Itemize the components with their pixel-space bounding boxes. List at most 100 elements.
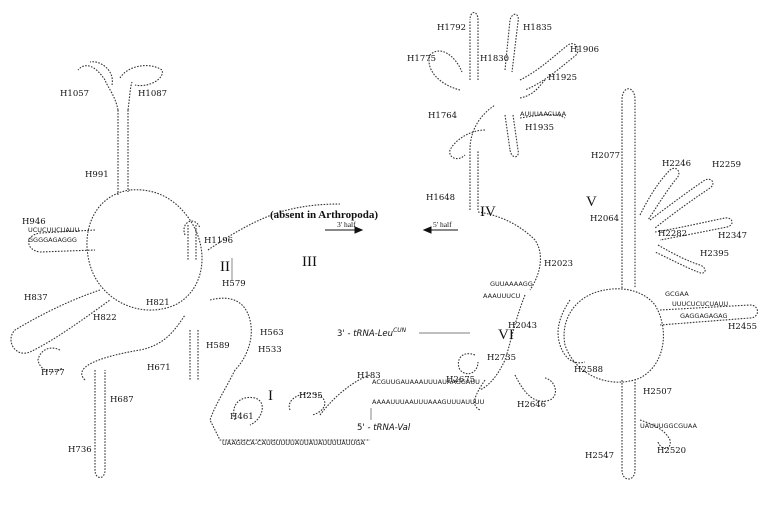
h2347-hairpin — [654, 217, 733, 241]
h235-hairpin — [288, 392, 326, 416]
trna-val-prefix: 5' - — [357, 423, 373, 433]
sequence-h2455-a: UUUCUCUCUAUU — [672, 300, 728, 308]
label-h2347: H2347 — [718, 231, 747, 241]
sequence-h2455-b: GAGGAGAGAG — [680, 312, 728, 320]
label-h1087: H1087 — [138, 89, 167, 99]
sequence-h946-a: GGGGAGAGGG — [28, 236, 77, 244]
h946-hairpin — [28, 229, 96, 253]
label-h533: H533 — [258, 345, 282, 355]
h2735-hairpin — [457, 353, 479, 375]
h837-hairpin — [10, 289, 111, 354]
h2246-hairpin — [639, 167, 680, 221]
label-h563: H563 — [260, 328, 284, 338]
label-h1057: H1057 — [60, 89, 89, 99]
h2023-strand — [477, 211, 541, 291]
domain-vi-label: VI — [498, 327, 514, 343]
h1792-hairpin — [469, 11, 479, 80]
label-h1648: H1648 — [426, 193, 455, 203]
label-h2507: H2507 — [643, 387, 672, 397]
domain-i-strand — [209, 369, 370, 441]
trna-leu-superscript: CUN — [393, 327, 407, 334]
h1087-hairpin — [119, 65, 163, 87]
h1925-junction — [519, 79, 546, 99]
h1764-hairpin — [449, 129, 486, 160]
sequence-h2455-c: GCGAA — [665, 290, 689, 298]
label-h2023: H2023 — [544, 259, 573, 269]
label-h2455: H2455 — [728, 322, 757, 332]
label-h2077: H2077 — [591, 151, 620, 161]
h2395-hairpin — [654, 244, 706, 274]
trna-leu-prefix: 3' - — [337, 329, 353, 339]
label-h2646: H2646 — [517, 400, 546, 410]
h589-stem — [189, 330, 199, 380]
annotations: (absent in Arthropoda) 3' half 5' half — [270, 209, 452, 229]
h1935-strand — [519, 114, 566, 119]
five-prime-half-label: 5' half — [433, 220, 452, 229]
label-h1835: H1835 — [523, 23, 552, 33]
label-h822: H822 — [93, 313, 117, 323]
label-h2735: H2735 — [487, 353, 516, 363]
label-h671: H671 — [147, 363, 171, 373]
label-h1906: H1906 — [570, 45, 599, 55]
label-h1925: H1925 — [548, 73, 577, 83]
h777-loop — [37, 347, 63, 373]
label-h2246: H2246 — [662, 159, 691, 169]
label-h777: H777 — [41, 368, 65, 378]
label-h2520: H2520 — [657, 446, 686, 456]
h1906-hairpin — [519, 43, 579, 91]
domain-iii-label: III — [302, 254, 317, 270]
h2675-strand — [474, 379, 486, 411]
domain-ii-label: II — [220, 259, 230, 275]
trna-val-name: tRNA-Val — [373, 423, 411, 433]
label-h2675: H2675 — [446, 375, 475, 385]
sequence-h946-b: UCUCUUCUAUU — [28, 226, 80, 234]
h2588-strand — [557, 299, 586, 364]
h2077-stem — [621, 88, 636, 288]
top-junction — [104, 79, 133, 111]
label-h579: H579 — [222, 279, 246, 289]
h736-stem — [94, 370, 106, 479]
label-h1935: H1935 — [525, 123, 554, 133]
domain-ii-central-loop — [86, 189, 203, 311]
label-h2588: H2588 — [574, 365, 603, 375]
sequence-trna-val-region: AAAAUUUAAUUUAAAGUUUAUUUU — [372, 398, 485, 406]
three-prime-half-label: 3' half — [337, 220, 356, 229]
h2259-hairpin — [649, 178, 714, 229]
trna-labels: 3' - tRNA-LeuCUN 5' - tRNA-Val — [337, 327, 411, 433]
domain-numerals: II III I IV V VI — [220, 194, 597, 404]
h1196-loop — [183, 220, 201, 236]
h1775-hairpin — [428, 50, 463, 91]
sequence-fragments: ACGUUGAUAAAUUUAUAAGGAUU AAAAUUUAAUUUAAAG… — [28, 110, 728, 447]
arrow-5-half-head — [422, 226, 432, 234]
sequence-h1935: AUUUAACUAA — [520, 110, 567, 118]
h671-branch — [81, 314, 186, 381]
label-h1764: H1764 — [428, 111, 457, 121]
label-h2395: H2395 — [700, 249, 729, 259]
label-h183: H183 — [357, 371, 381, 381]
h1648-stem — [469, 104, 496, 210]
trna-leu-name: tRNA-Leu — [353, 329, 393, 339]
h2646-hairpin — [514, 374, 556, 402]
label-h946: H946 — [22, 217, 46, 227]
h2043-strand — [479, 294, 526, 391]
absent-in-arthropoda-note: (absent in Arthropoda) — [270, 209, 378, 221]
h1057-hairpin — [77, 61, 113, 86]
trna-val-label: 5' - tRNA-Val — [357, 423, 411, 433]
sequence-domain-i-base: UAAGGCA-CAUGUUUUAUUAUAUUUUAUUGA — [222, 439, 365, 447]
label-h2043: H2043 — [508, 321, 537, 331]
label-h235: H235 — [299, 391, 323, 401]
label-h821: H821 — [146, 298, 170, 308]
domain-v-label: V — [586, 194, 597, 210]
sequence-h2023: GUUAAAAGG — [490, 280, 533, 288]
domain-iii-arrows — [231, 226, 470, 420]
label-h2259: H2259 — [712, 160, 741, 170]
domain-iv-label: IV — [480, 204, 496, 220]
label-h461: H461 — [230, 412, 254, 422]
domain-i-label: I — [268, 388, 273, 404]
arrow-3-half-head — [354, 226, 364, 234]
domain-iii-strand — [207, 203, 341, 251]
h183-strand — [319, 374, 371, 416]
label-h2282: H2282 — [658, 229, 687, 239]
